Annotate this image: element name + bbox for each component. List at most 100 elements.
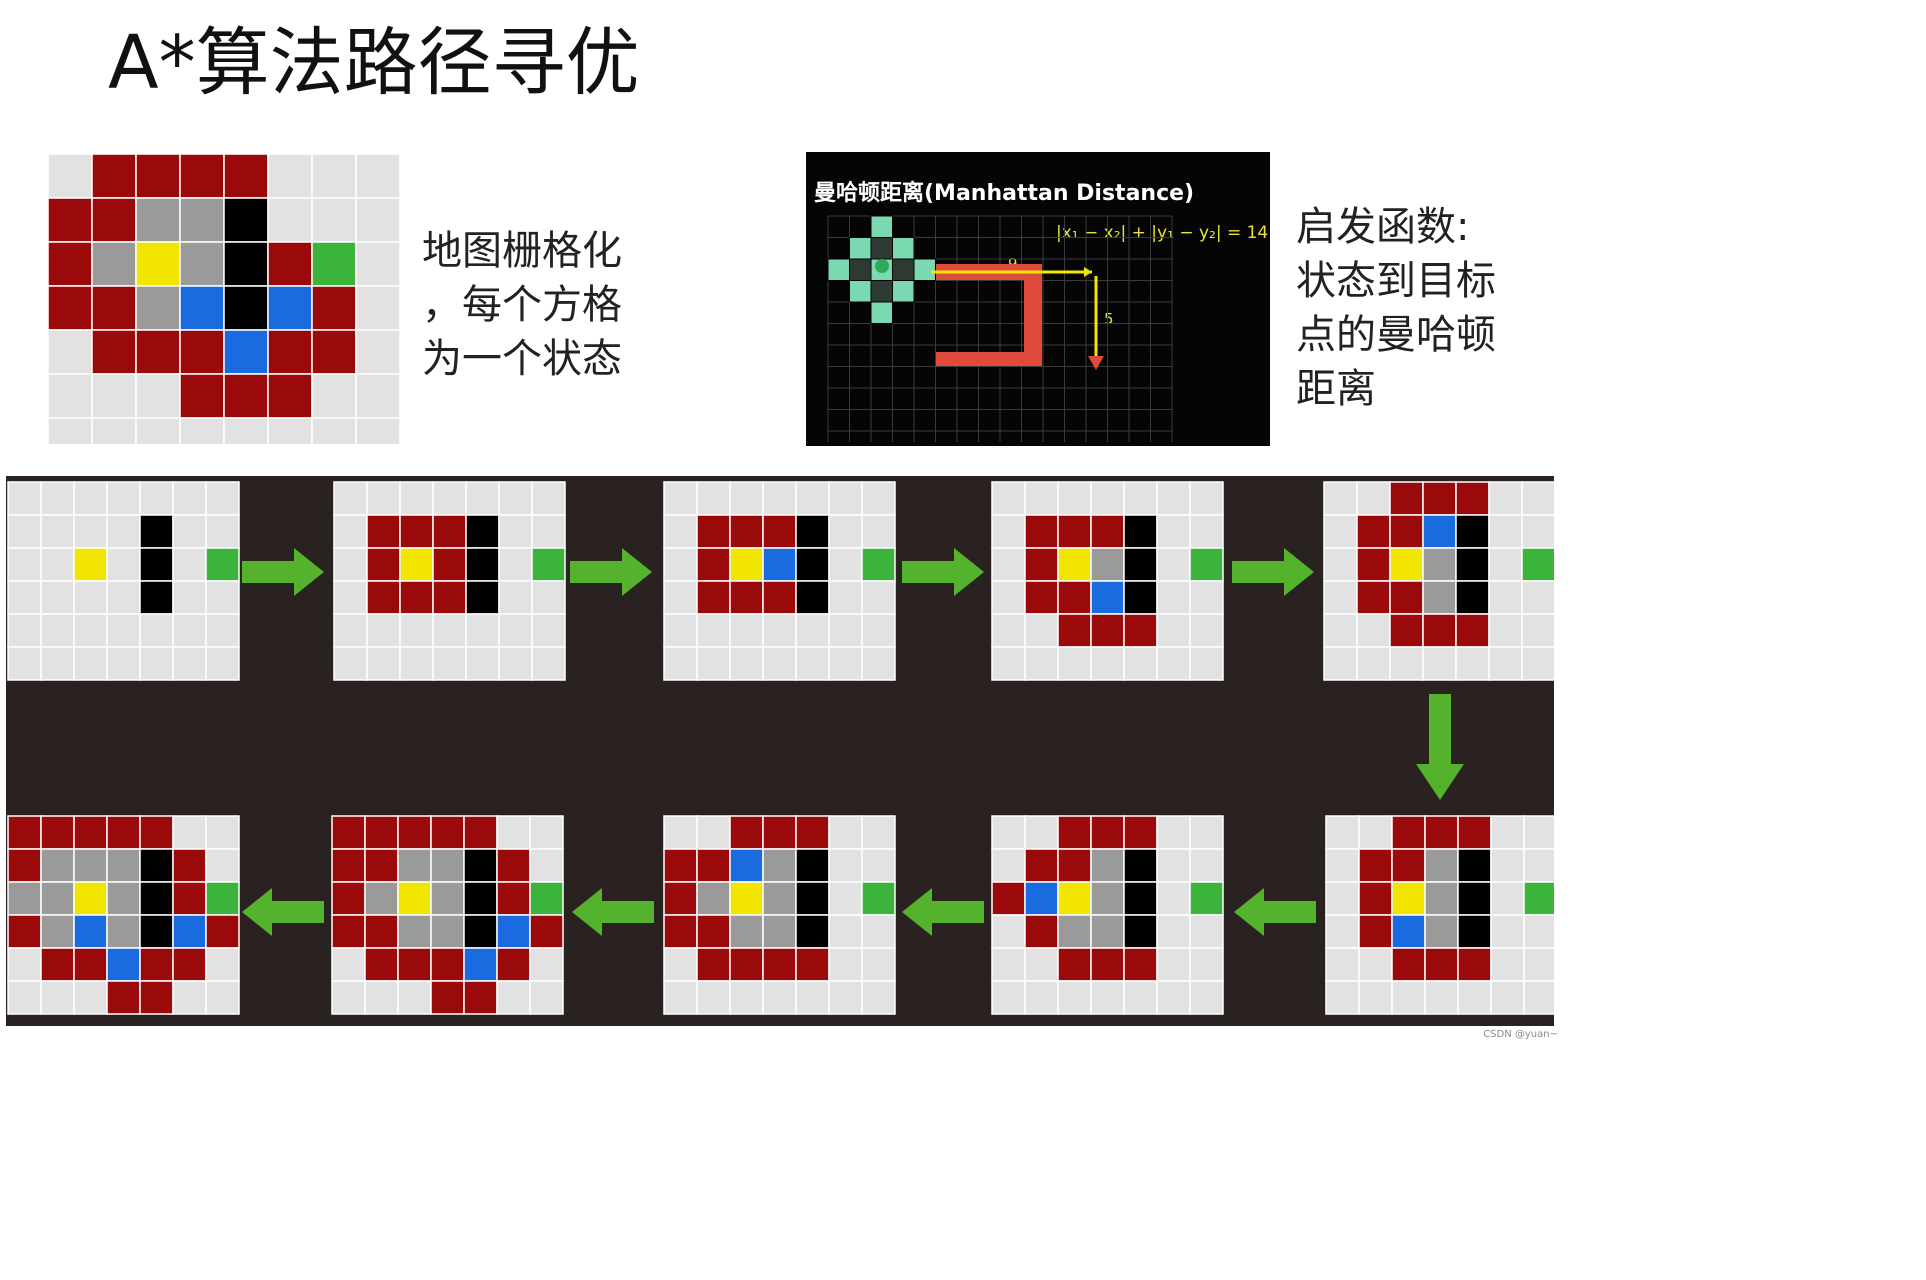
empty-cell: [1189, 848, 1224, 883]
empty-cell: [40, 547, 75, 582]
empty-cell: [205, 580, 240, 615]
empty-cell: [828, 547, 863, 582]
empty-cell: [1057, 481, 1092, 516]
empty-cell: [7, 613, 42, 648]
start-cell: [73, 547, 108, 582]
open-cell: [1123, 815, 1158, 850]
empty-cell: [399, 613, 434, 648]
wall-cell: [1457, 881, 1492, 916]
empty-cell: [1189, 514, 1224, 549]
start-cell: [1057, 547, 1092, 582]
wall-cell: [795, 914, 830, 949]
empty-cell: [496, 815, 531, 850]
empty-cell: [172, 980, 207, 1015]
empty-cell: [1488, 580, 1523, 615]
neighbor-cell: [870, 301, 893, 324]
neighbor-cell: [849, 258, 872, 281]
open-cell: [795, 815, 830, 850]
wall-cell: [1123, 514, 1158, 549]
arrow-shape: [902, 888, 984, 936]
open-cell: [729, 815, 764, 850]
open-cell: [1123, 947, 1158, 982]
empty-cell: [1523, 914, 1558, 949]
open-cell: [1391, 848, 1426, 883]
manhattan-distance-svg: 曼哈顿距离(Manhattan Distance) |x₁ − x₂| + |y…: [814, 180, 1268, 442]
open-cell: [1057, 580, 1092, 615]
empty-cell: [1521, 580, 1556, 615]
wall-cell: [465, 514, 500, 549]
wall-cell: [1457, 848, 1492, 883]
flow-arrow-icon: [1232, 548, 1314, 596]
open-cell: [1090, 613, 1125, 648]
closed-cell: [430, 881, 465, 916]
flow-arrow-icon: [902, 888, 984, 936]
manhattan-formula: |x₁ − x₂| + |y₁ − y₂| = 14: [1056, 223, 1268, 243]
open-cell: [267, 329, 313, 375]
empty-cell: [1156, 481, 1191, 516]
empty-cell: [465, 646, 500, 681]
empty-cell: [991, 580, 1026, 615]
start-cell: [397, 881, 432, 916]
start-cell: [73, 881, 108, 916]
open-cell: [432, 580, 467, 615]
open-cell: [179, 329, 225, 375]
empty-cell: [991, 980, 1026, 1015]
open-cell: [696, 947, 731, 982]
empty-cell: [861, 646, 896, 681]
neighbor-cell: [827, 258, 850, 281]
current-cell: [172, 914, 207, 949]
open-cell: [91, 285, 137, 331]
open-cell: [331, 881, 366, 916]
goal-cell: [1189, 547, 1224, 582]
empty-cell: [991, 646, 1026, 681]
empty-cell: [729, 646, 764, 681]
empty-cell: [1323, 613, 1358, 648]
rasterization-caption: 地图栅格化 ，每个方格 为一个状态: [422, 228, 622, 382]
wall-cell: [139, 848, 174, 883]
empty-cell: [663, 980, 698, 1015]
empty-cell: [1189, 613, 1224, 648]
open-cell: [106, 980, 141, 1015]
closed-cell: [1057, 914, 1092, 949]
open-cell: [331, 914, 366, 949]
empty-cell: [73, 514, 108, 549]
empty-cell: [1156, 881, 1191, 916]
empty-cell: [91, 417, 137, 463]
empty-cell: [762, 646, 797, 681]
closed-cell: [40, 848, 75, 883]
empty-cell: [795, 481, 830, 516]
open-cell: [364, 914, 399, 949]
start-cell: [729, 881, 764, 916]
open-cell: [40, 947, 75, 982]
open-cell: [1391, 947, 1426, 982]
empty-cell: [172, 646, 207, 681]
empty-cell: [861, 613, 896, 648]
empty-cell: [1521, 514, 1556, 549]
empty-cell: [355, 285, 401, 331]
flow-arrow-icon: [242, 888, 324, 936]
wall-cell: [1123, 914, 1158, 949]
wall-cell: [463, 914, 498, 949]
closed-cell: [729, 914, 764, 949]
current-cell: [496, 914, 531, 949]
empty-cell: [1521, 613, 1556, 648]
open-cell: [1057, 947, 1092, 982]
empty-cell: [1323, 646, 1358, 681]
open-cell: [223, 373, 269, 419]
empty-cell: [40, 580, 75, 615]
empty-cell: [663, 613, 698, 648]
empty-cell: [762, 481, 797, 516]
open-cell: [432, 547, 467, 582]
empty-cell: [1488, 646, 1523, 681]
empty-cell: [496, 980, 531, 1015]
empty-cell: [861, 914, 896, 949]
empty-cell: [355, 241, 401, 287]
arrow-shape: [572, 888, 654, 936]
closed-cell: [397, 914, 432, 949]
empty-cell: [1024, 815, 1059, 850]
wall-cell: [223, 197, 269, 243]
open-cell: [179, 153, 225, 199]
empty-cell: [531, 514, 566, 549]
empty-cell: [432, 646, 467, 681]
closed-cell: [430, 848, 465, 883]
